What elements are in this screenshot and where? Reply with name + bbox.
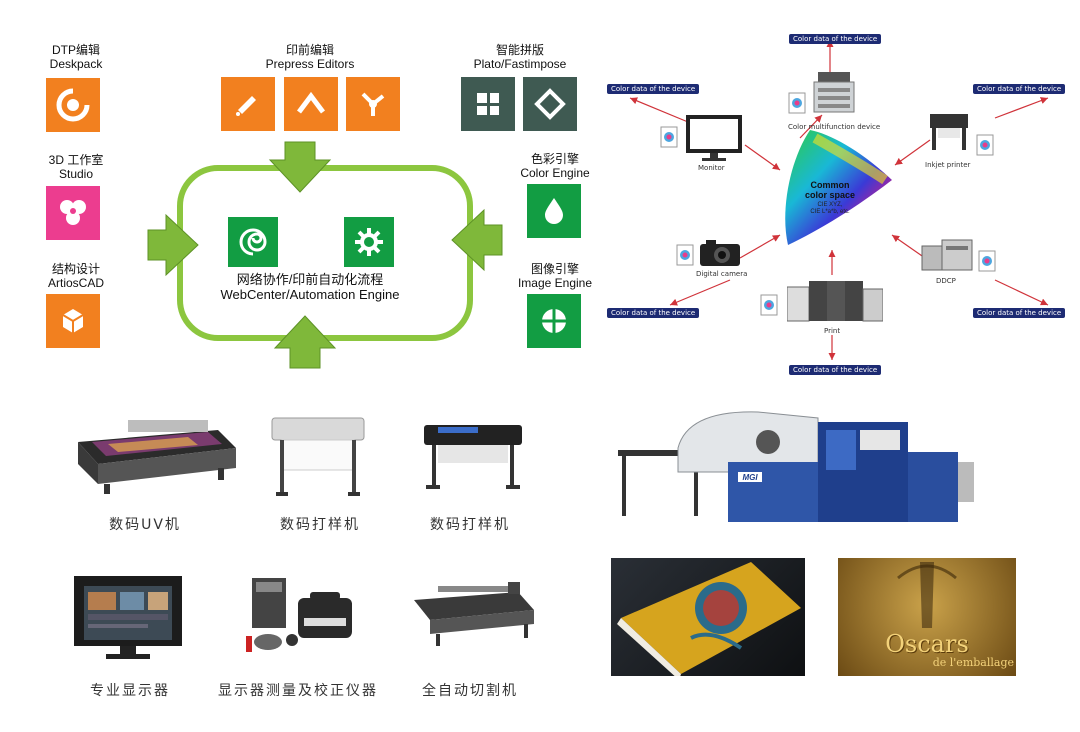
cutter-caption: 全自动切割机 [422,683,518,699]
inkjet-label: Inkjet printer [925,161,971,169]
profile-icon [676,244,694,266]
mfp-icon [813,72,855,113]
press-icon [787,281,883,322]
profile-icon [660,126,678,148]
studio-icon[interactable] [46,186,100,240]
profile-icon [788,92,806,114]
camera-label: Digital camera [696,270,748,278]
color-data-tag-left-top: Color data of the device [607,84,700,94]
profile-icon [976,134,994,156]
ddcp-label: DDCP [936,277,956,285]
book-cover-photo [611,558,805,676]
monitor-icon [686,115,742,161]
deskpack-icon[interactable] [46,78,100,132]
crosshair-icon[interactable] [527,294,581,348]
color-data-tag-right-bottom: Color data of the device [973,308,1066,318]
camera-icon [700,240,740,266]
oscars-logo: Oscars [885,630,969,658]
workflow-loop [147,141,503,369]
ddcp-icon [921,239,973,271]
proof-printer-image-2 [424,425,522,489]
pro-monitor-image [74,576,182,659]
mfp-label: Color multifunction device [788,123,881,131]
drop-icon[interactable] [527,184,581,238]
press-badge: MGI [742,473,758,482]
pro-monitor-caption: 专业显示器 [90,683,170,699]
oscars-subtitle: de l'emballage [932,656,1014,669]
webcenter-icon[interactable] [228,217,278,267]
gear-icon[interactable] [344,217,394,267]
book-cover-image [617,562,801,676]
branch-icon[interactable] [346,77,400,131]
proof-printer-caption-1: 数码打样机 [280,517,360,533]
peak-icon[interactable] [284,77,338,131]
grid-icon[interactable] [461,77,515,131]
color-gamut-arrows [629,40,1049,360]
inkjet-icon [930,114,968,150]
calibrator-image [246,578,352,652]
proof-printer-image-1 [271,417,365,496]
print-label: Print [824,327,841,335]
calibrator-caption: 显示器测量及校正仪器 [218,683,378,699]
cutter-image [414,582,534,646]
gamut-shape [785,130,892,245]
monitor-label: Monitor [698,164,725,172]
diamond-icon[interactable] [523,77,577,131]
proof-printer-caption-2: 数码打样机 [430,517,510,533]
pen-icon[interactable] [221,77,275,131]
color-data-tag-left-bottom: Color data of the device [607,308,700,318]
profile-icon [978,250,996,272]
common-space-title: Common color space [804,180,856,200]
uv-printer-image [78,420,236,494]
color-data-tag-bottom: Color data of the device [789,365,882,375]
digital-press-image: MGI [618,411,974,522]
profile-icon [760,294,778,316]
oscars-emblem [897,562,957,628]
color-data-tag-right-top: Color data of the device [973,84,1066,94]
oscars-sample-photo: Oscars de l'emballage [838,558,1016,676]
uv-printer-caption: 数码UV机 [109,517,181,533]
artioscad-icon[interactable] [46,294,100,348]
color-data-tag-top: Color data of the device [789,34,882,44]
common-space-sub: CIE XYZ, CIE L*a*b, etc. [810,202,850,215]
